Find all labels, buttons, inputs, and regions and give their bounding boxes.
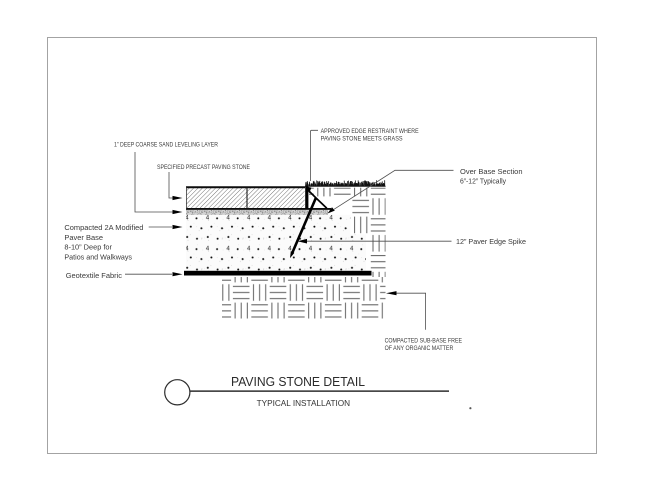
svg-text:6”-12” Typically: 6”-12” Typically (460, 176, 506, 185)
svg-text:Compacted 2A Modified: Compacted 2A Modified (64, 223, 143, 232)
svg-text:PAVING STONE DETAIL: PAVING STONE DETAIL (231, 375, 365, 389)
svg-text:Geotextile Fabric: Geotextile Fabric (66, 271, 122, 280)
svg-text:COMPACTED SUB-BASE FREE: COMPACTED SUB-BASE FREE (385, 338, 463, 345)
svg-text:SPECIFIED PRECAST PAVING STONE: SPECIFIED PRECAST PAVING STONE (157, 164, 250, 171)
svg-text:OF ANY ORGANIC MATTER: OF ANY ORGANIC MATTER (385, 345, 454, 352)
svg-text:TYPICAL INSTALLATION: TYPICAL INSTALLATION (257, 399, 351, 408)
svg-text:Over Base Section: Over Base Section (460, 167, 523, 176)
svg-text:8-10” Deep for: 8-10” Deep for (64, 243, 112, 252)
svg-text:12” Paver Edge Spike: 12” Paver Edge Spike (456, 237, 526, 246)
svg-text:PAVING STONE MEETS GRASS: PAVING STONE MEETS GRASS (321, 136, 403, 143)
svg-text:Patios and Walkways: Patios and Walkways (64, 253, 132, 262)
svg-text:1” DEEP COARSE SAND LEVELING L: 1” DEEP COARSE SAND LEVELING LAYER (114, 142, 218, 149)
svg-text:APPROVED EDGE RESTRAINT WHERE: APPROVED EDGE RESTRAINT WHERE (321, 128, 419, 135)
svg-text:Paver Base: Paver Base (64, 233, 103, 242)
